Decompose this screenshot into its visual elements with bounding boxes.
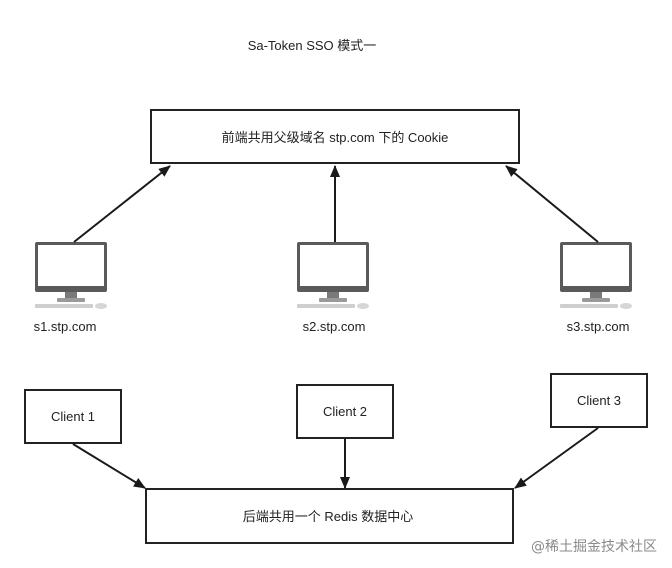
- watermark: @稀土掘金技术社区: [531, 539, 657, 555]
- arrow-client3-to-redis: [514, 427, 599, 489]
- client-2-box: [296, 384, 394, 439]
- arrow-client1-to-redis: [72, 443, 146, 489]
- computer-icon: [297, 242, 369, 309]
- arrow-s1-to-cookie: [73, 165, 171, 243]
- computer-icon: [560, 242, 632, 309]
- computer-icon: [35, 242, 107, 309]
- client-2-label: Client 2: [323, 404, 367, 419]
- host-label-s2: s2.stp.com: [303, 319, 366, 334]
- diagram-title: Sa-Token SSO 模式一: [248, 38, 377, 53]
- client-1-label: Client 1: [51, 409, 95, 424]
- cookie-box: [150, 109, 520, 164]
- host-label-s1: s1.stp.com: [34, 319, 97, 334]
- cookie-box-label: 前端共用父级域名 stp.com 下的 Cookie: [222, 130, 449, 145]
- host-label-s3: s3.stp.com: [567, 319, 630, 334]
- redis-box-label: 后端共用一个 Redis 数据中心: [243, 509, 413, 524]
- redis-box: [145, 488, 514, 544]
- client-1-box: [24, 389, 122, 444]
- client-3-box: [550, 373, 648, 428]
- client-3-label: Client 3: [577, 393, 621, 408]
- arrow-s3-to-cookie: [505, 165, 599, 243]
